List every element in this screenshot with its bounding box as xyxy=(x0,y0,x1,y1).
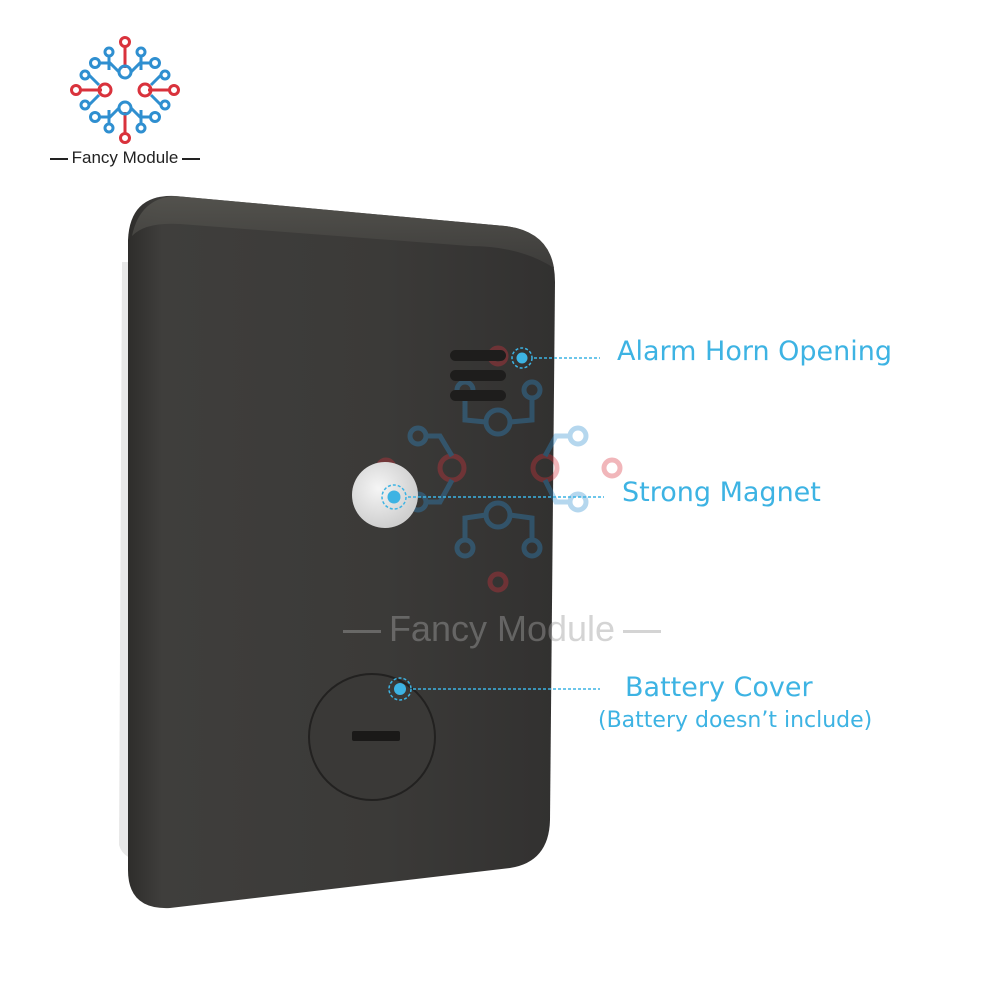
device-top-bevel xyxy=(132,196,554,268)
battery-cover xyxy=(308,673,436,801)
brand-logo: Fancy Module xyxy=(40,30,210,180)
magnet-disc xyxy=(352,462,418,528)
horn-slots xyxy=(450,350,506,401)
callout-battery: Battery Cover xyxy=(625,672,813,703)
callout-alarm-horn: Alarm Horn Opening xyxy=(617,336,893,367)
callout-magnet: Strong Magnet xyxy=(622,477,821,508)
callout-leaders xyxy=(381,347,604,701)
callout-battery-note: (Battery doesn’t include) xyxy=(598,708,873,733)
callout-dots xyxy=(387,352,528,695)
circuit-logo-icon xyxy=(70,36,180,144)
brand-name: Fancy Module xyxy=(40,148,210,168)
device-body xyxy=(128,195,555,909)
watermark-text: Fancy Module xyxy=(322,608,682,650)
